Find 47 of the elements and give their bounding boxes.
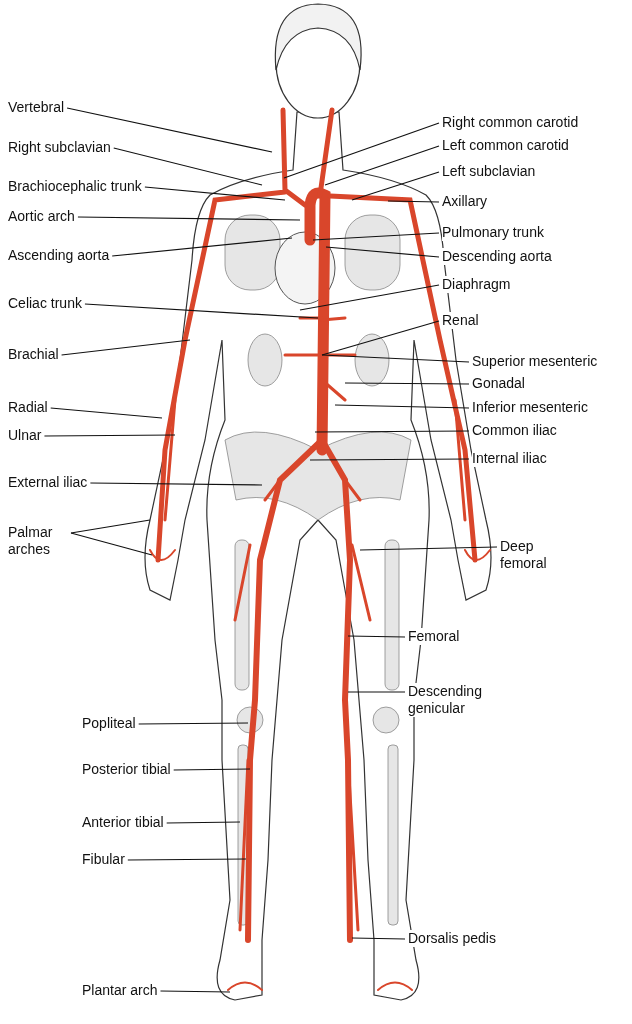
leader-line <box>166 821 241 824</box>
part-label: Descending aorta <box>442 248 552 265</box>
leader-line <box>387 200 440 203</box>
leader-line <box>173 768 251 771</box>
leader-line <box>159 990 231 993</box>
leader-line <box>325 246 440 258</box>
part-label: Pulmonary trunk <box>442 224 544 241</box>
leader-line <box>111 237 293 257</box>
leader-line <box>314 430 470 433</box>
part-label: Right common carotid <box>442 114 579 131</box>
leader-line <box>84 303 319 319</box>
leader-line <box>283 122 440 179</box>
leader-line <box>324 145 440 186</box>
leader-line <box>66 107 273 153</box>
leader-line <box>127 858 247 861</box>
leader-line <box>359 546 498 551</box>
leader-line <box>61 339 191 356</box>
part-label: Popliteal <box>82 715 136 732</box>
part-label: Right subclavian <box>8 139 111 156</box>
leader-line <box>299 284 440 311</box>
leader-line <box>144 186 286 201</box>
leader-line <box>113 147 263 186</box>
part-label: Diaphragm <box>442 276 511 293</box>
part-label: Renal <box>442 312 479 329</box>
leader-line <box>344 382 470 385</box>
part-label: Axillary <box>442 193 488 210</box>
leader-line <box>334 404 470 409</box>
part-label: Brachiocephalic trunk <box>8 178 142 195</box>
leader-line <box>138 722 249 725</box>
leader-line <box>321 354 470 363</box>
leader-line <box>347 691 406 693</box>
leader-line <box>309 458 470 461</box>
leader-line <box>70 532 153 556</box>
leader-line <box>43 434 176 437</box>
leader-line <box>89 482 263 486</box>
leader-line <box>347 635 406 638</box>
part-label: Superior mesenteric <box>472 353 598 370</box>
leader-line <box>77 216 301 221</box>
leader-line <box>50 407 163 419</box>
part-label: Femoral <box>408 628 460 645</box>
part-label: Dorsalis pedis <box>408 930 496 947</box>
part-label: Internal iliac <box>472 450 547 467</box>
leader-line <box>70 519 151 534</box>
leader-line <box>351 937 406 940</box>
leader-line <box>312 232 440 241</box>
part-label: Ascending aorta <box>8 247 110 264</box>
leader-line <box>351 171 440 201</box>
